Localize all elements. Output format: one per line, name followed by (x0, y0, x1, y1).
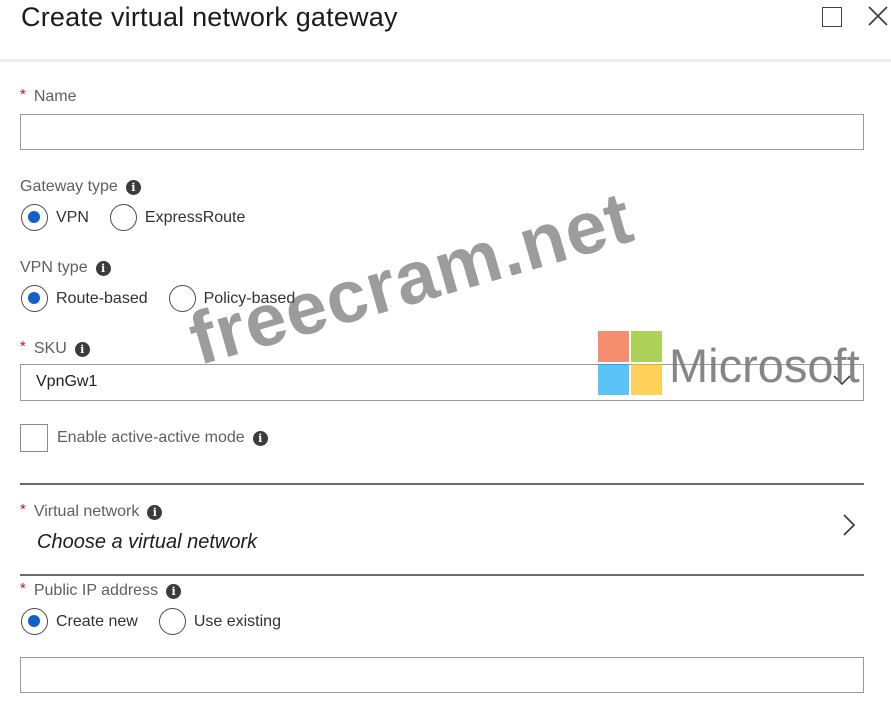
name-field[interactable] (20, 114, 864, 150)
gateway-type-label-text: Gateway type (20, 178, 118, 195)
vpn-type-label-text: VPN type (20, 259, 88, 276)
maximize-icon[interactable] (822, 7, 842, 27)
divider (20, 574, 864, 576)
public-ip-radio-group: Create new Use existing (21, 608, 281, 635)
radio-unselected[interactable] (168, 285, 196, 312)
option-label: ExpressRoute (144, 208, 246, 226)
gateway-type-option-vpn[interactable]: VPN (21, 204, 89, 231)
microsoft-logo (598, 331, 662, 395)
required-mark: * (20, 500, 26, 518)
option-label: VPN (56, 208, 89, 226)
radio-selected[interactable] (21, 285, 48, 312)
required-mark: * (20, 337, 26, 355)
radio-unselected[interactable] (158, 608, 186, 635)
public-ip-label-text: Public IP address (33, 582, 159, 599)
virtual-network-placeholder[interactable]: Choose a virtual network (37, 531, 258, 553)
active-active-checkbox[interactable] (20, 424, 48, 452)
page-title: Create virtual network gateway (21, 2, 398, 32)
name-input[interactable] (21, 115, 863, 149)
logo-square-green (631, 331, 662, 362)
option-label: Use existing (193, 612, 281, 630)
logo-square-red (598, 331, 629, 362)
virtual-network-label-text: Virtual network (33, 503, 140, 520)
info-icon[interactable]: i (147, 504, 163, 520)
public-ip-name-input[interactable] (21, 658, 863, 692)
chevron-right-icon[interactable] (842, 513, 856, 537)
blade-header: Create virtual network gateway (0, 0, 891, 62)
name-label: * Name (20, 85, 77, 106)
vpn-type-option-policy-based[interactable]: Policy-based (168, 285, 296, 312)
vpn-type-option-route-based[interactable]: Route-based (21, 285, 148, 312)
gateway-type-radio-group: VPN ExpressRoute (21, 204, 245, 231)
sku-dropdown[interactable]: VpnGw1 (20, 364, 864, 401)
virtual-network-picker[interactable] (20, 486, 864, 574)
info-icon[interactable]: i (252, 430, 268, 446)
radio-selected[interactable] (21, 608, 48, 635)
sku-label: * SKU i (20, 337, 90, 358)
divider (20, 483, 864, 485)
public-ip-name-field[interactable] (20, 657, 864, 693)
public-ip-label: * Public IP address i (20, 579, 182, 600)
gateway-type-option-expressroute[interactable]: ExpressRoute (109, 204, 246, 231)
active-active-row: Enable active-active mode i (20, 424, 268, 452)
sku-selected-value: VpnGw1 (36, 373, 98, 390)
vpn-type-radio-group: Route-based Policy-based (21, 285, 295, 312)
radio-unselected[interactable] (109, 204, 137, 231)
required-mark: * (20, 579, 26, 597)
virtual-network-label: * Virtual network i (20, 500, 163, 521)
sku-label-text: SKU (33, 340, 67, 357)
option-label: Route-based (56, 289, 148, 307)
public-ip-option-create-new[interactable]: Create new (21, 608, 138, 635)
info-icon[interactable]: i (125, 179, 141, 195)
info-icon[interactable]: i (95, 260, 111, 276)
microsoft-wordmark: Microsoft (669, 339, 860, 392)
logo-square-yellow (631, 364, 662, 395)
required-mark: * (20, 85, 26, 103)
watermark: freecram.net (180, 175, 642, 381)
public-ip-option-use-existing[interactable]: Use existing (158, 608, 281, 635)
close-icon[interactable] (866, 4, 890, 28)
option-label: Policy-based (203, 289, 296, 307)
option-label: Create new (56, 612, 138, 630)
active-active-label: Enable active-active mode (57, 429, 245, 446)
gateway-type-label: Gateway type i (20, 178, 141, 196)
info-icon[interactable]: i (74, 341, 90, 357)
name-label-text: Name (33, 88, 77, 105)
radio-selected[interactable] (21, 204, 48, 231)
info-icon[interactable]: i (166, 583, 182, 599)
chevron-down-icon[interactable] (833, 374, 851, 386)
logo-square-blue (598, 364, 629, 395)
vpn-type-label: VPN type i (20, 259, 111, 277)
